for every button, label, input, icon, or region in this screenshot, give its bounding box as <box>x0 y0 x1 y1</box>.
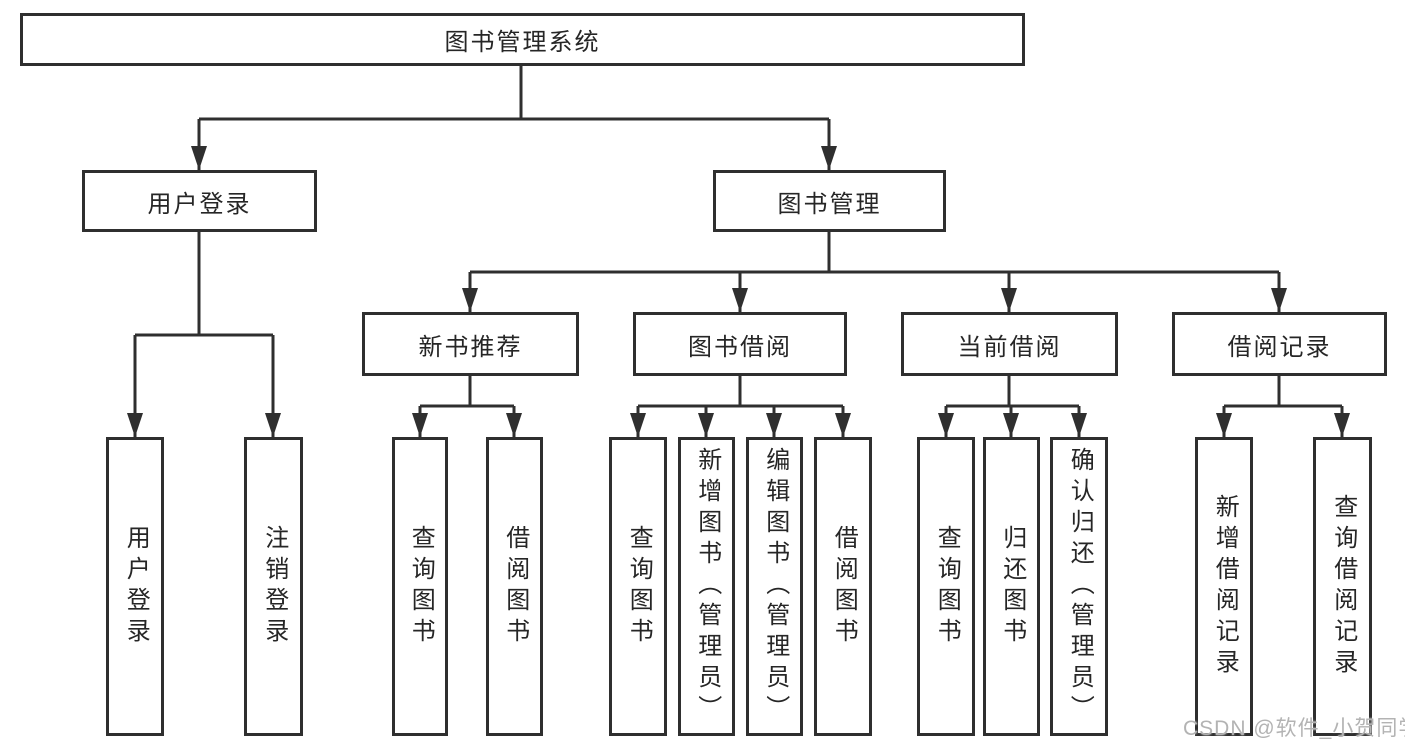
connector-book-management-branch <box>462 232 1287 312</box>
leaf-label: 注销登录 <box>260 524 288 649</box>
node-borrow-records: 借阅记录 <box>1172 312 1387 376</box>
node-label: 图书借阅 <box>688 333 792 361</box>
leaf-label: 确认归还（管理员） <box>1066 447 1094 726</box>
leaf-label: 新增图书（管理员） <box>693 447 721 726</box>
node-label: 图书管理系统 <box>444 29 601 56</box>
leaf-label: 查询图书 <box>625 524 653 649</box>
csdn-watermark: CSDN @软件_小贺同学 <box>1183 717 1405 740</box>
leaf-label: 查询图书 <box>933 524 961 649</box>
leaf-label: 新增借阅记录 <box>1211 493 1239 680</box>
connector-root-to-level2 <box>191 66 837 170</box>
connector-current-borrow-branch <box>938 376 1087 437</box>
node-user-login: 用户登录 <box>82 170 317 232</box>
leaf-label: 用户登录 <box>122 524 150 649</box>
node-label: 当前借阅 <box>957 333 1062 361</box>
connector-user-login-branch <box>127 232 281 437</box>
node-label: 用户登录 <box>147 190 252 218</box>
leaf-label: 查询图书 <box>407 524 435 649</box>
leaf-query-borrow-record: 查询借阅记录 <box>1313 437 1372 736</box>
leaf-return-books: 归还图书 <box>983 437 1040 736</box>
node-new-book-recommend: 新书推荐 <box>362 312 579 376</box>
leaf-label: 借阅图书 <box>830 524 858 649</box>
leaf-query-books-recommend: 查询图书 <box>392 437 448 736</box>
node-current-borrow: 当前借阅 <box>901 312 1118 376</box>
leaf-logout: 注销登录 <box>244 437 303 736</box>
leaf-query-books-borrow: 查询图书 <box>609 437 667 736</box>
node-label: 借阅记录 <box>1227 333 1332 361</box>
leaf-edit-book-admin: 编辑图书（管理员） <box>746 437 803 736</box>
node-label: 图书管理 <box>777 190 882 218</box>
leaf-add-borrow-record: 新增借阅记录 <box>1195 437 1253 736</box>
leaf-borrow-books: 借阅图书 <box>814 437 872 736</box>
node-label: 新书推荐 <box>418 333 523 361</box>
leaf-add-book-admin: 新增图书（管理员） <box>678 437 735 736</box>
leaf-label: 编辑图书（管理员） <box>761 447 789 726</box>
leaf-borrow-books-recommend: 借阅图书 <box>486 437 543 736</box>
leaf-label: 借阅图书 <box>501 524 529 649</box>
leaf-confirm-return-admin: 确认归还（管理员） <box>1050 437 1108 736</box>
leaf-user-login: 用户登录 <box>106 437 164 736</box>
node-book-borrow: 图书借阅 <box>633 312 847 376</box>
connector-new-book-recommend-branch <box>412 376 522 437</box>
leaf-label: 归还图书 <box>998 524 1026 649</box>
connector-book-borrow-branch <box>630 376 851 437</box>
leaf-label: 查询借阅记录 <box>1329 493 1357 680</box>
node-library-management-system: 图书管理系统 <box>20 13 1025 66</box>
connector-borrow-records-branch <box>1216 376 1350 437</box>
leaf-query-books-current: 查询图书 <box>917 437 975 736</box>
node-book-management: 图书管理 <box>713 170 946 232</box>
